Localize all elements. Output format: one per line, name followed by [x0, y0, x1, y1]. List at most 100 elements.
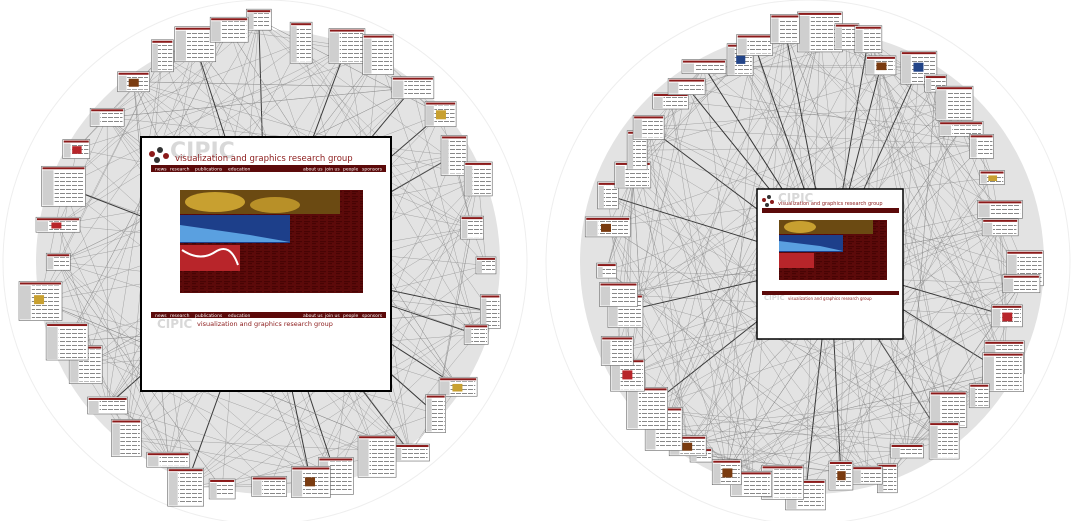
page-thumbnail[interactable] [35, 216, 81, 233]
page-thumbnail[interactable] [828, 460, 854, 491]
page-thumbnail[interactable] [599, 282, 638, 307]
graph-edge [229, 29, 347, 47]
page-thumbnail[interactable] [982, 352, 1025, 392]
page-thumbnail[interactable] [460, 215, 484, 240]
page-thumbnail[interactable] [991, 304, 1023, 328]
page-thumbnail[interactable] [596, 262, 617, 279]
page-thumbnail[interactable] [45, 252, 71, 271]
page-thumbnail[interactable] [362, 34, 395, 75]
page-thumbnail[interactable] [391, 76, 435, 99]
page-thumbnail[interactable] [480, 294, 501, 329]
page-thumbnail[interactable] [463, 324, 489, 345]
page-thumbnail[interactable] [584, 216, 631, 238]
page-thumbnail[interactable] [208, 478, 236, 500]
page-thumbnail[interactable] [440, 135, 468, 176]
page-thumbnail[interactable] [929, 391, 968, 428]
page-thumbnail[interactable] [62, 139, 91, 159]
left-outer-ring [2, 0, 528, 521]
page-thumbnail[interactable] [979, 170, 1005, 185]
graph-edge [185, 311, 491, 488]
graph-edge [133, 81, 479, 180]
left-footer-news[interactable]: news [155, 314, 167, 319]
page-thumbnail[interactable] [711, 459, 742, 486]
left-footer-people[interactable]: people [343, 313, 358, 319]
page-thumbnail[interactable] [463, 161, 493, 197]
page-thumbnail[interactable] [1002, 274, 1041, 294]
left-footer-publications[interactable]: publications [195, 313, 223, 319]
page-thumbnail[interactable] [209, 16, 249, 43]
page-thumbnail[interactable] [632, 115, 665, 140]
page-thumbnail[interactable] [425, 394, 446, 433]
graph-edge [670, 100, 752, 484]
left-nav-join[interactable]: join us [324, 167, 340, 173]
page-thumbnail[interactable] [167, 467, 204, 507]
left-nav-people[interactable]: people [343, 167, 358, 173]
page-thumbnail[interactable] [87, 396, 128, 415]
right-outer-ring [545, 0, 1071, 521]
page-thumbnail[interactable] [938, 120, 984, 137]
page-thumbnail[interactable] [597, 181, 619, 210]
page-thumbnail[interactable] [851, 465, 883, 485]
page-thumbnail[interactable] [289, 21, 313, 64]
left-nav-about[interactable]: about us [303, 167, 323, 173]
page-thumbnail[interactable] [146, 451, 191, 468]
graph-edge [726, 268, 1025, 473]
page-thumbnail[interactable] [865, 55, 897, 76]
left-footer-education[interactable]: education [228, 313, 250, 319]
page-thumbnail[interactable] [357, 434, 397, 478]
page-thumbnail[interactable] [652, 92, 689, 110]
page-thumbnail[interactable] [626, 387, 668, 430]
page-thumbnail[interactable] [174, 26, 217, 63]
graph-edge [670, 100, 962, 130]
graph-edge [648, 127, 688, 446]
graph-edge [310, 311, 491, 483]
left-nav-education[interactable]: education [228, 167, 250, 173]
page-thumbnail[interactable] [89, 107, 125, 127]
page-thumbnail[interactable] [890, 443, 924, 459]
left-nav-news[interactable]: news [155, 168, 167, 173]
page-thumbnail[interactable] [117, 71, 150, 93]
page-thumbnail[interactable] [736, 34, 773, 56]
page-thumbnail[interactable] [928, 421, 960, 460]
graph-edge [637, 67, 919, 151]
page-thumbnail[interactable] [968, 383, 990, 409]
page-thumbnail[interactable] [245, 8, 272, 31]
left-research-collage [180, 190, 363, 293]
page-thumbnail[interactable] [18, 281, 63, 321]
page-thumbnail[interactable] [854, 25, 883, 54]
page-thumbnail[interactable] [770, 14, 800, 44]
page-thumbnail[interactable] [291, 466, 331, 498]
page-thumbnail[interactable] [935, 85, 974, 121]
page-thumbnail[interactable] [667, 78, 706, 95]
page-thumbnail[interactable] [438, 376, 478, 397]
graph-edge [670, 100, 727, 473]
page-thumbnail[interactable] [475, 256, 497, 275]
graph-edge [76, 54, 379, 150]
left-footer-join[interactable]: join us [324, 313, 340, 319]
left-nav-research[interactable]: research [170, 167, 190, 173]
graph-edge [647, 408, 908, 452]
left-nav-publications[interactable]: publications [195, 167, 223, 173]
graph-edge [663, 36, 848, 430]
page-thumbnail[interactable] [151, 39, 174, 73]
page-thumbnail[interactable] [328, 28, 366, 64]
graph-edge [625, 310, 727, 473]
page-thumbnail[interactable] [111, 419, 142, 457]
page-thumbnail[interactable] [969, 134, 994, 159]
page-thumbnail[interactable] [981, 218, 1019, 237]
page-thumbnail[interactable] [424, 101, 457, 127]
page-thumbnail[interactable] [251, 476, 288, 497]
page-thumbnail[interactable] [45, 322, 89, 361]
page-thumbnail[interactable] [977, 200, 1023, 219]
page-thumbnail[interactable] [681, 59, 727, 74]
left-footer-sponsors[interactable]: sponsors [362, 313, 383, 319]
page-thumbnail[interactable] [41, 165, 86, 207]
page-thumbnail[interactable] [600, 336, 634, 366]
graph-edge [754, 44, 962, 130]
graph-edge [868, 39, 949, 410]
graph-edge [625, 310, 806, 496]
left-nav-sponsors[interactable]: sponsors [362, 167, 383, 173]
left-footer-about[interactable]: about us [303, 313, 323, 319]
right-cipic-logo: CIPIC [778, 191, 814, 205]
left-footer-research[interactable]: research [170, 313, 190, 319]
